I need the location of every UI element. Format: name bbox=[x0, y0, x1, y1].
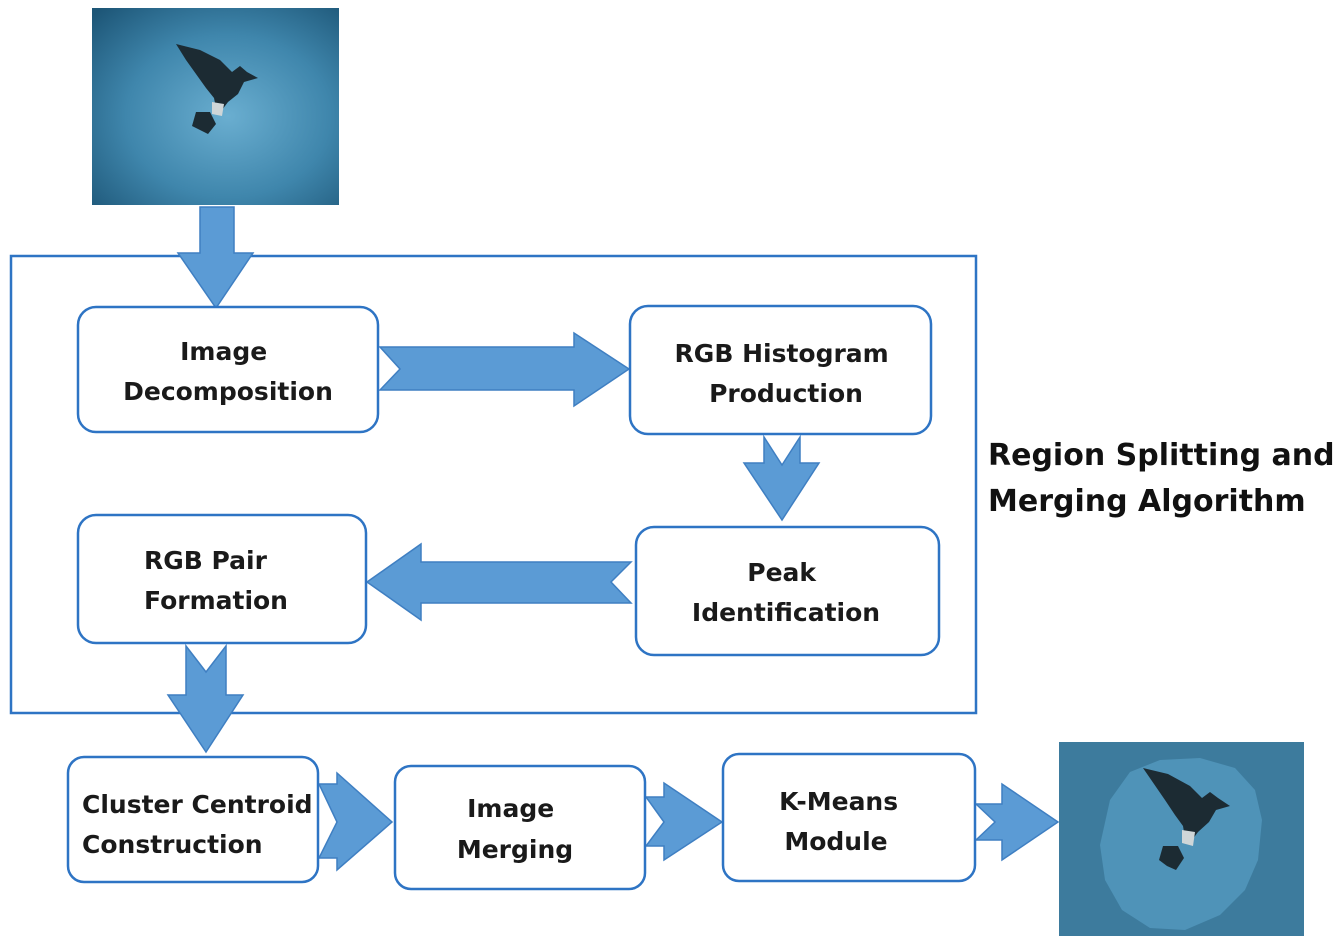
arrow-pair-to-centroid bbox=[166, 643, 245, 754]
svg-text:Image Merging: Image Merging bbox=[457, 794, 573, 864]
eagle-silhouette bbox=[1143, 768, 1230, 870]
eagle-silhouette bbox=[176, 44, 258, 134]
arrow-merging-to-kmeans bbox=[644, 781, 724, 862]
step-image-merging: Image Merging bbox=[393, 764, 647, 891]
svg-text:Peak Identification: Peak Identification bbox=[692, 558, 880, 627]
arrow-histogram-to-peak bbox=[742, 434, 821, 522]
svg-text:K-Means Module: K-Means Module bbox=[779, 787, 907, 856]
arrow-kmeans-to-output bbox=[974, 782, 1060, 862]
svg-text:RGB Pair Formation: RGB Pair Formation bbox=[144, 546, 288, 615]
arrow-centroid-to-merging bbox=[317, 771, 394, 872]
step-rgb-histogram-production: RGB Histogram Production bbox=[628, 304, 933, 436]
svg-text:Image Decomposition: Image Decomposition bbox=[123, 337, 333, 406]
step-cluster-centroid-construction: Cluster Centroid Construction bbox=[66, 755, 321, 884]
arrow-peak-to-pair bbox=[365, 542, 633, 622]
arrow-input-to-decomposition bbox=[176, 206, 255, 310]
step-kmeans-module: K-Means Module bbox=[721, 752, 977, 883]
svg-text:RGB Histogram Production: RGB Histogram Production bbox=[675, 339, 898, 408]
svg-text:Cluster Centroid Constru: Cluster Centroid Construction bbox=[82, 790, 321, 859]
output-image bbox=[1059, 742, 1304, 936]
step-rgb-pair-formation: RGB Pair Formation bbox=[76, 513, 368, 645]
region-label: Region Splitting and Merging Algorithm bbox=[988, 438, 1334, 519]
step-image-decomposition: Image Decomposition bbox=[76, 305, 380, 434]
arrow-decomposition-to-histogram bbox=[378, 331, 631, 408]
input-image bbox=[92, 8, 339, 205]
region-container bbox=[9, 254, 978, 715]
step-peak-identification: Peak Identification bbox=[634, 525, 941, 657]
